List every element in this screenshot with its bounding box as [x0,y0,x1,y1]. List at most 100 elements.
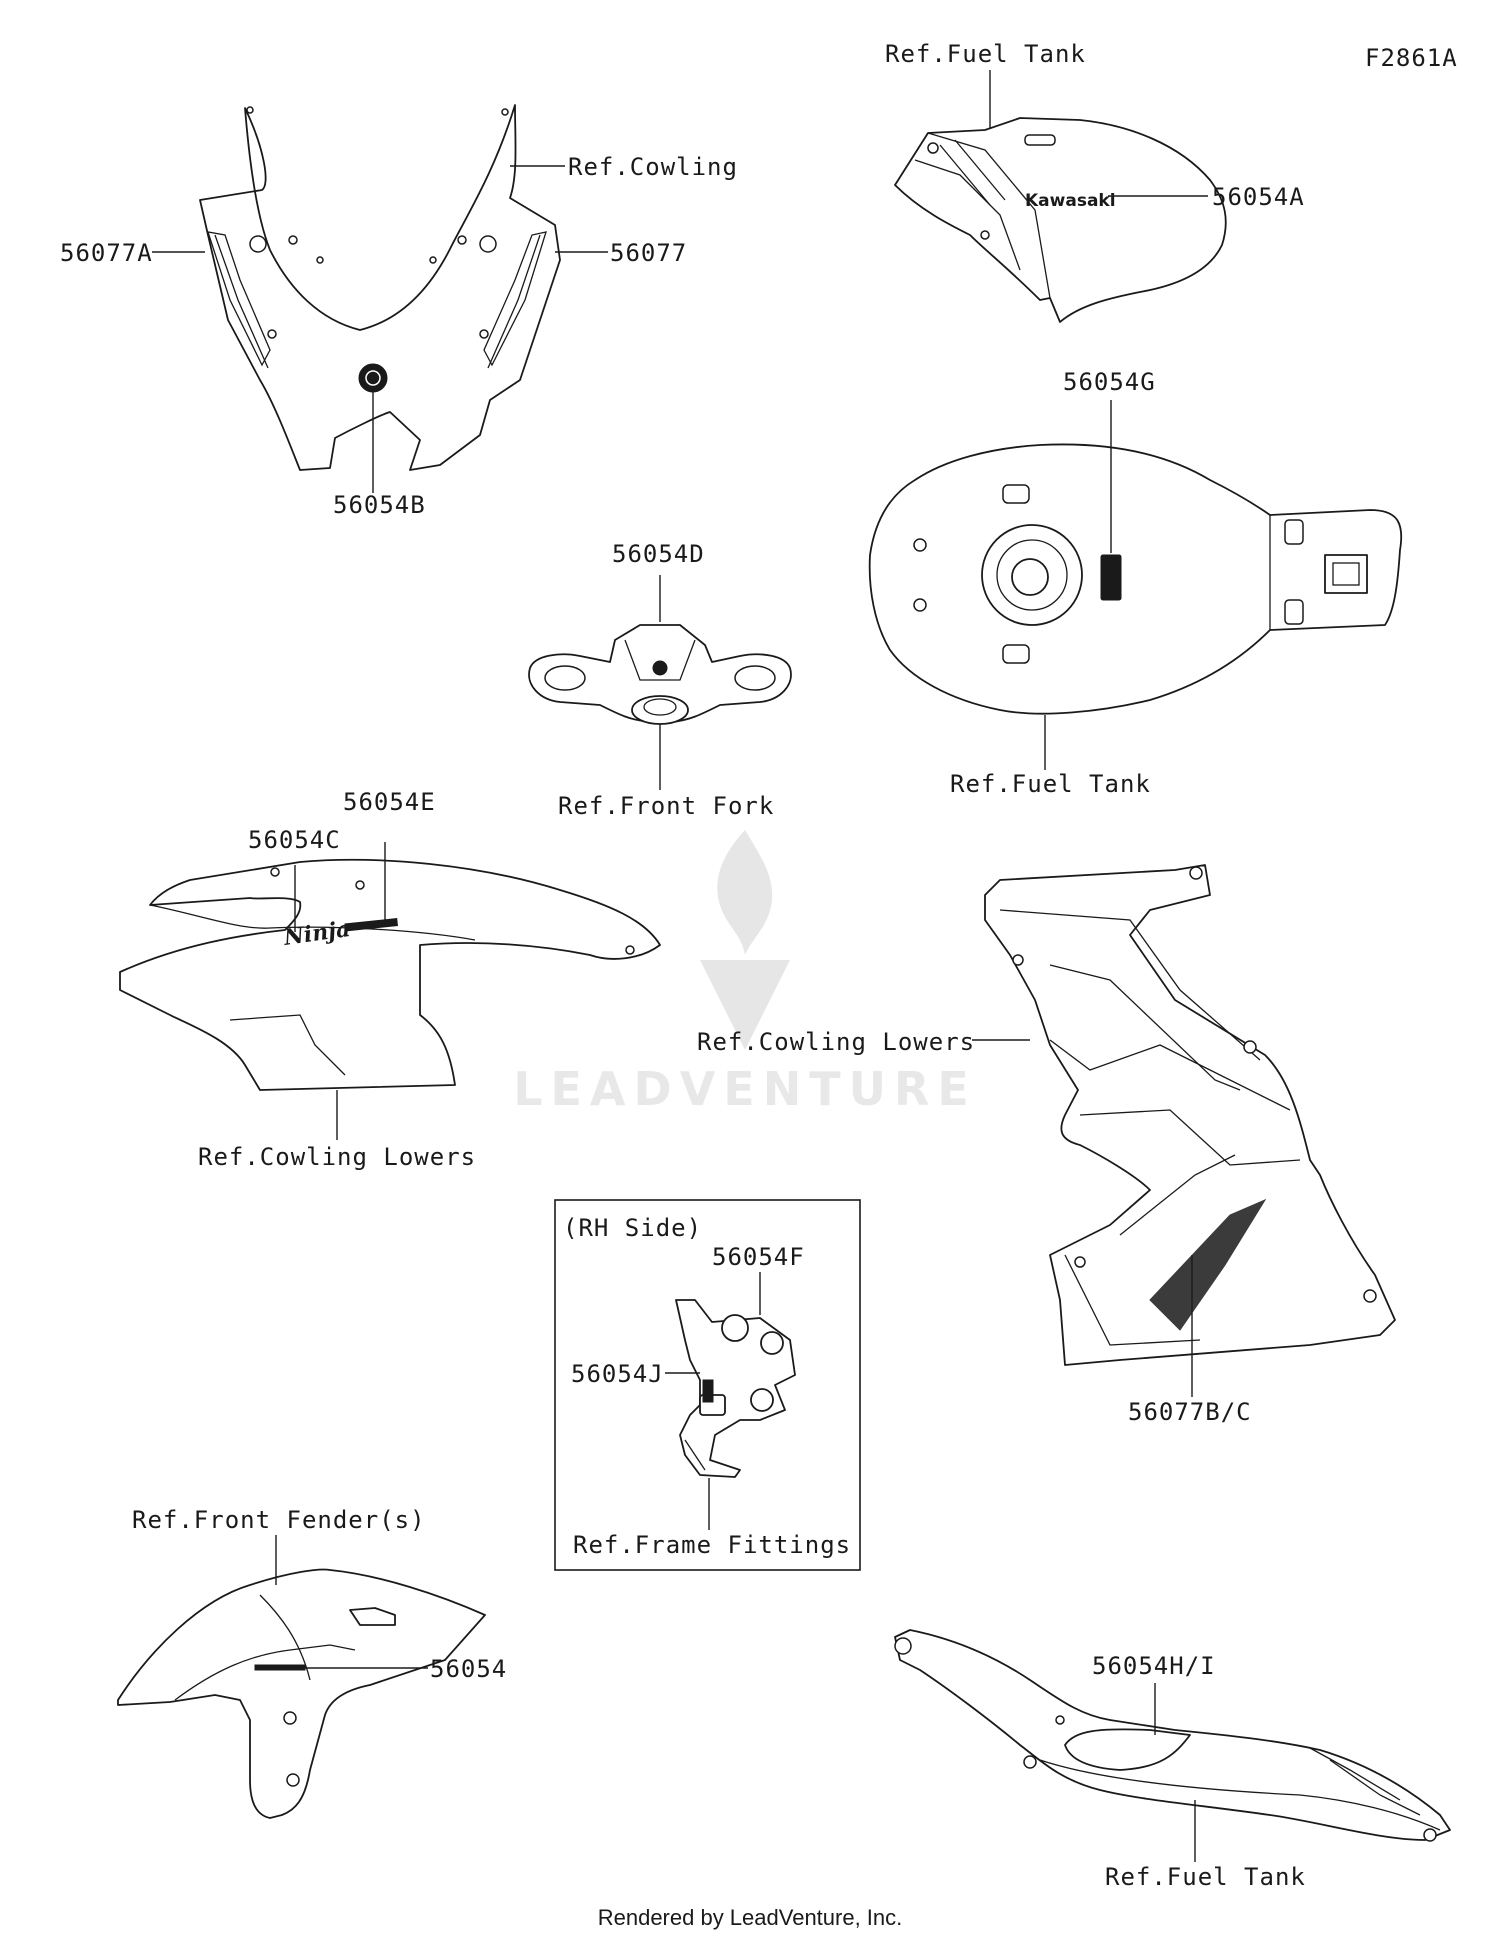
fuel-tank-side-group: Kawasaki Ref.Fuel Tank 56054A [885,40,1305,323]
label-56054D: 56054D [612,540,705,568]
emblem-56054J-decal [702,1379,714,1403]
stem-nut-inner [643,698,677,716]
label-56054F: 56054F [712,1243,805,1271]
middle-cowling-part [119,858,661,1091]
label-56054G: 56054G [1063,368,1156,396]
tank-side-cover-edge [1309,1747,1401,1801]
upper-cowling-bolt [479,329,489,339]
emblem-56054G-decal [1100,554,1122,601]
front-fender-bolt [283,1711,297,1725]
emblem-56054D-decal [652,660,668,676]
upper-cowling-part [199,104,561,471]
frame-fitting-hole [760,1331,784,1355]
triple-clamp-group: 56054D Ref.Front Fork [528,540,792,820]
label-ref-fuel-tank-bottom: Ref.Fuel Tank [1105,1863,1306,1891]
label-56077BC: 56077B/C [1128,1398,1252,1426]
front-fender-group: Ref.Front Fender(s) 56054 [117,1506,507,1819]
upper-cowling-right-inner [487,234,541,369]
upper-cowling-bolt [501,108,509,116]
fuel-tank-side-bolt [980,230,990,240]
lower-cowling-bolt [1363,1289,1377,1303]
fuel-cap-center [1011,558,1049,596]
fuel-tank-top-pad-inner [1332,562,1360,586]
upper-cowling-bolt [429,256,437,264]
emblem-56054-decal [254,1664,306,1671]
fuel-tank-side-part [894,117,1227,323]
middle-cowling-bolt [625,945,635,955]
label-56077A: 56077A [60,239,153,267]
lower-cowling-bolt [1074,1256,1086,1268]
upper-cowling-bolt [457,235,467,245]
lower-cowling-edge [1079,1109,1301,1166]
lower-cowling-part [984,864,1396,1366]
river-mark-emblem-icon [358,363,388,393]
watermark-flame-icon [717,830,773,955]
rh-side-box [554,1199,861,1571]
fuel-cap-ring [996,539,1068,611]
rh-side-inset: (RH Side) 56054F 56054J Ref.Frame Fittin… [554,1199,861,1571]
fuel-tank-top-part [868,443,1403,715]
fuel-tank-side-panel [914,159,1021,271]
upper-cowling-bolt [267,329,277,339]
lower-cowling-edge [1049,1039,1291,1111]
label-ref-cowling: Ref.Cowling [568,153,738,181]
label-rh-side: (RH Side) [563,1214,702,1242]
lower-cowling-edge [1064,1254,1201,1346]
fork-tube-left-hole [544,665,586,691]
fuel-tank-top-bracket [1002,484,1030,504]
tank-side-cover-panel [1064,1728,1191,1771]
frame-fitting-edge [684,1439,706,1471]
middle-cowling-line [229,1014,346,1076]
fuel-tank-side-panel [939,144,991,206]
middle-cowling-bolt [355,880,365,890]
frame-fitting-hole [721,1314,749,1342]
tank-side-cover-bolt [1423,1828,1437,1842]
upper-cowling-bolt [316,256,324,264]
tank-side-cover-group: 56054H/I Ref.Fuel Tank [894,1629,1451,1891]
upper-cowling-mount-right [479,235,497,253]
label-ref-fuel-tank-mid: Ref.Fuel Tank [950,770,1151,798]
label-56054: 56054 [430,1655,507,1683]
triple-clamp-frame [624,639,696,681]
river-mark-emblem-inner [365,370,381,386]
tank-side-cover-bolt [1055,1715,1065,1725]
label-ref-front-fender: Ref.Front Fender(s) [132,1506,426,1534]
label-56054B: 56054B [333,491,426,519]
upper-cowling-left-inner [214,234,269,369]
lower-cowling-edge [1119,1154,1236,1236]
upper-cowling-bolt [288,235,298,245]
kawasaki-logo-decal: Kawasaki [1025,191,1116,211]
label-ref-cowling-lowers-right: Ref.Cowling Lowers [697,1028,975,1056]
fuel-tank-top-group: 56054G Ref.Fuel Tank [868,368,1403,798]
lower-cowling-group: Ref.Cowling Lowers 56077B/C [697,864,1396,1426]
middle-cowling-line [149,904,476,941]
figure-id: F2861A [1365,44,1458,72]
upper-cowling-right-vent [483,231,547,367]
label-56077: 56077 [610,239,687,267]
front-fender-bracket [349,1607,396,1626]
label-ref-frame-fittings: Ref.Frame Fittings [573,1531,851,1559]
label-56054J: 56054J [571,1360,664,1388]
emblem-56077BC-decal [1149,1198,1267,1331]
middle-cowling-bolt [270,867,280,877]
lower-cowling-edge [999,909,1261,1061]
label-56054A: 56054A [1212,183,1305,211]
tank-side-cover-bolt [894,1637,912,1655]
fuel-tank-top-bolt [913,598,927,612]
upper-cowling-left-vent [207,231,271,367]
label-ref-front-fork: Ref.Front Fork [558,792,774,820]
label-56054HI: 56054H/I [1092,1652,1216,1680]
fuel-tank-top-bracket [1284,599,1304,625]
label-56054E: 56054E [343,788,436,816]
fuel-tank-side-panel [954,139,1006,201]
lower-cowling-edge [1049,964,1241,1091]
middle-cowling-group: Ninja 56054E 56054C Ref.Cowling Lowers [119,788,661,1171]
fuel-tank-top-bracket [1002,644,1030,664]
lower-cowling-bolt [1189,866,1203,880]
fuel-tank-side-bolt [927,142,939,154]
stem-nut [631,695,689,725]
fuel-tank-side-slot [1024,134,1056,146]
watermark-text: LEADVENTURE [513,1062,977,1116]
lower-cowling-bolt [1012,954,1024,966]
